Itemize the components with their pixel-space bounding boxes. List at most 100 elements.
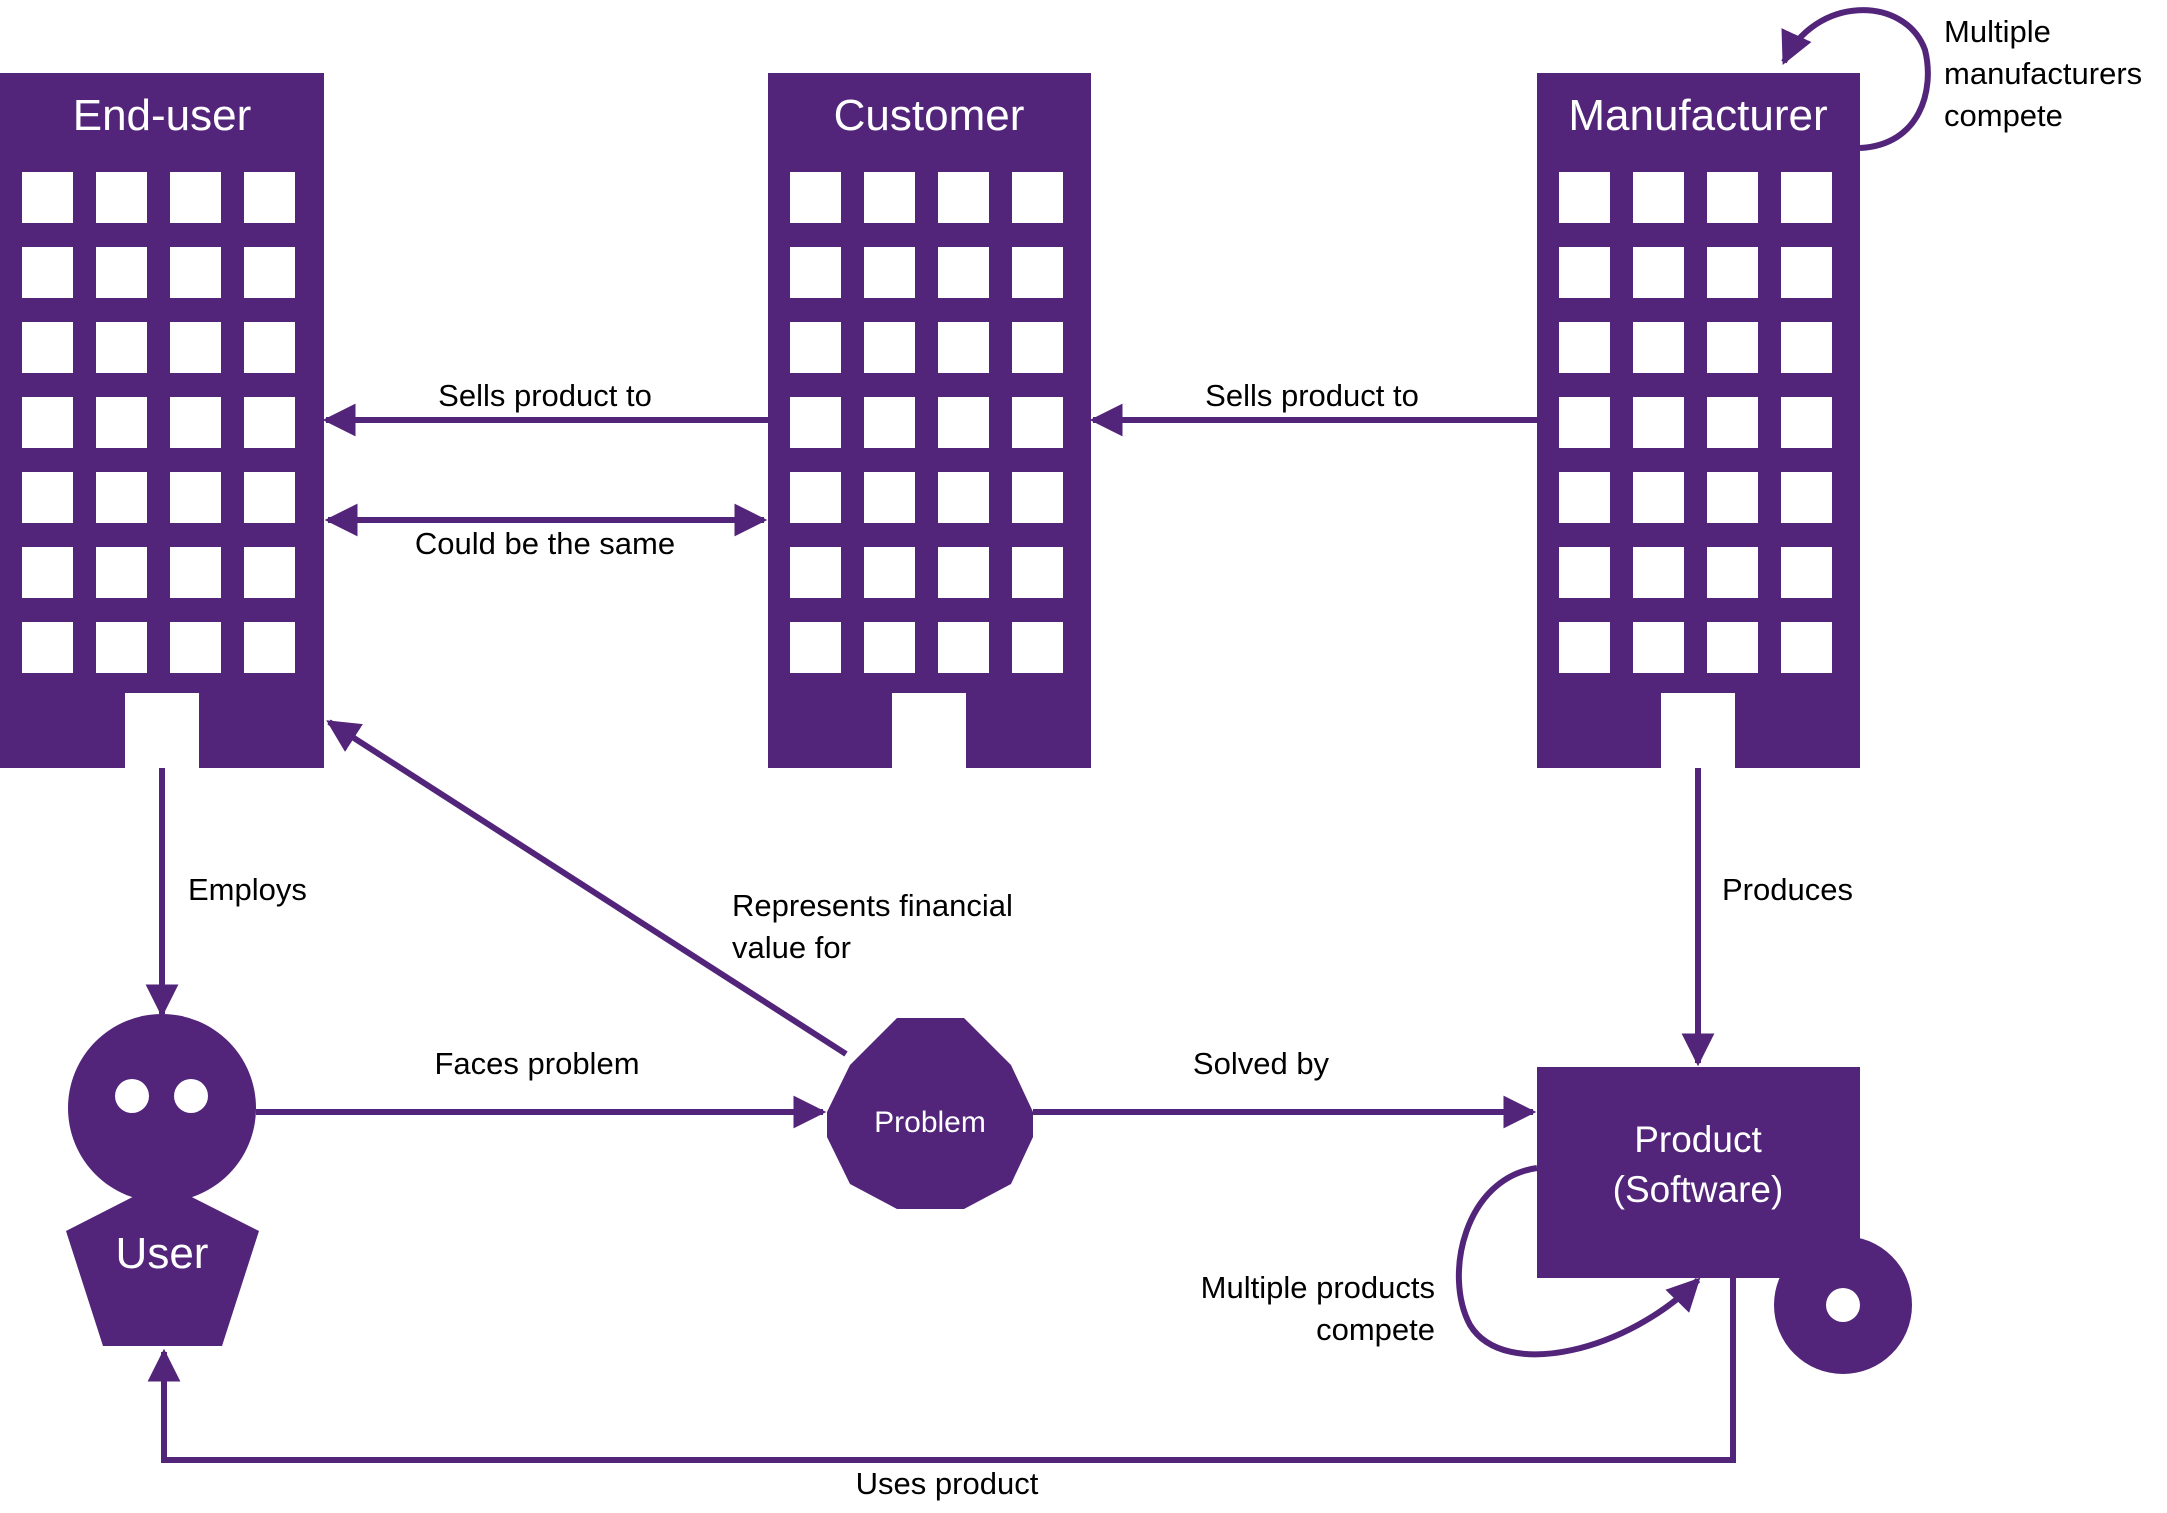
building-window [1781, 472, 1832, 523]
building-window [170, 397, 221, 448]
building-window [1781, 397, 1832, 448]
building-window [244, 397, 295, 448]
building-window [1707, 322, 1758, 373]
product-subtitle: (Software) [1613, 1169, 1784, 1210]
building-window [1559, 622, 1610, 673]
label-manufacturers-compete-2: manufacturers [1944, 56, 2142, 91]
building-window [1781, 247, 1832, 298]
door [125, 693, 199, 768]
building-window [170, 622, 221, 673]
building-window [790, 472, 841, 523]
building-window [170, 322, 221, 373]
building-window [170, 547, 221, 598]
label-manufacturer-customer: Sells product to [1205, 378, 1419, 413]
building-window [96, 547, 147, 598]
edge-products-compete [1455, 1165, 1701, 1358]
edge-represents-value [326, 719, 848, 1057]
label-faces-problem: Faces problem [434, 1046, 639, 1081]
edge-uses-product [147, 1278, 1736, 1463]
building-window [790, 397, 841, 448]
building-window [864, 247, 915, 298]
building-window [790, 622, 841, 673]
problem-title: Problem [874, 1106, 986, 1139]
building-window [96, 397, 147, 448]
building-window [864, 622, 915, 673]
problem-node: Problem [827, 1018, 1033, 1209]
octagon-icon [827, 1018, 1033, 1209]
building-window [1707, 247, 1758, 298]
building-window [1559, 397, 1610, 448]
building-window [96, 472, 147, 523]
building-window [244, 322, 295, 373]
product-title: Product [1634, 1119, 1762, 1160]
door [892, 693, 966, 768]
label-represents-line2: value for [732, 930, 851, 965]
label-products-compete-2: compete [1316, 1312, 1435, 1347]
edge-manufacturers-compete [1781, 7, 1931, 151]
building-window [1559, 547, 1610, 598]
building-window [938, 547, 989, 598]
customer-building: Customer [768, 73, 1091, 768]
building-window [22, 247, 73, 298]
building-window [22, 547, 73, 598]
building-window [790, 172, 841, 223]
building-window [244, 247, 295, 298]
building-window [170, 472, 221, 523]
building-window [1707, 622, 1758, 673]
door [1661, 693, 1735, 768]
building-window [1012, 472, 1063, 523]
building-window [1781, 172, 1832, 223]
manufacturer-building: Manufacturer [1537, 73, 1860, 768]
building-window [864, 397, 915, 448]
label-customer-end-user: Sells product to [438, 378, 652, 413]
building-window [22, 397, 73, 448]
building-window [864, 322, 915, 373]
building-window [1781, 547, 1832, 598]
building-window [864, 472, 915, 523]
building-window [1633, 472, 1684, 523]
building-window [938, 622, 989, 673]
building-window [22, 622, 73, 673]
building-window [1012, 247, 1063, 298]
building-window [1012, 397, 1063, 448]
label-produces: Produces [1722, 872, 1853, 907]
person-head [68, 1014, 256, 1202]
building-window [938, 172, 989, 223]
label-manufacturers-compete-3: compete [1944, 98, 2063, 133]
building-window [1559, 172, 1610, 223]
building-window [96, 247, 147, 298]
user-node: User [66, 1014, 259, 1346]
building-window [22, 172, 73, 223]
label-employs: Employs [188, 872, 307, 907]
label-products-compete-1: Multiple products [1201, 1270, 1435, 1305]
building-window [96, 322, 147, 373]
disc-hole [1826, 1288, 1860, 1322]
customer-title: Customer [834, 91, 1025, 140]
building-window [1633, 322, 1684, 373]
building-window [1707, 472, 1758, 523]
building-window [1559, 247, 1610, 298]
building-window [170, 172, 221, 223]
building-window [1633, 247, 1684, 298]
building-window [1559, 322, 1610, 373]
building-window [1559, 472, 1610, 523]
building-window [1012, 322, 1063, 373]
building-window [1633, 397, 1684, 448]
building-window [22, 322, 73, 373]
building-window [22, 472, 73, 523]
building-window [1781, 622, 1832, 673]
building-window [96, 172, 147, 223]
building-window [864, 172, 915, 223]
person-icon [66, 1182, 259, 1346]
building-window [1012, 172, 1063, 223]
manufacturer-title: Manufacturer [1568, 91, 1827, 140]
building-window [790, 247, 841, 298]
building-window [244, 622, 295, 673]
building-window [1707, 547, 1758, 598]
building-window [244, 172, 295, 223]
building-window [1012, 547, 1063, 598]
building-window [170, 247, 221, 298]
label-solved-by: Solved by [1193, 1046, 1330, 1081]
building-window [790, 322, 841, 373]
